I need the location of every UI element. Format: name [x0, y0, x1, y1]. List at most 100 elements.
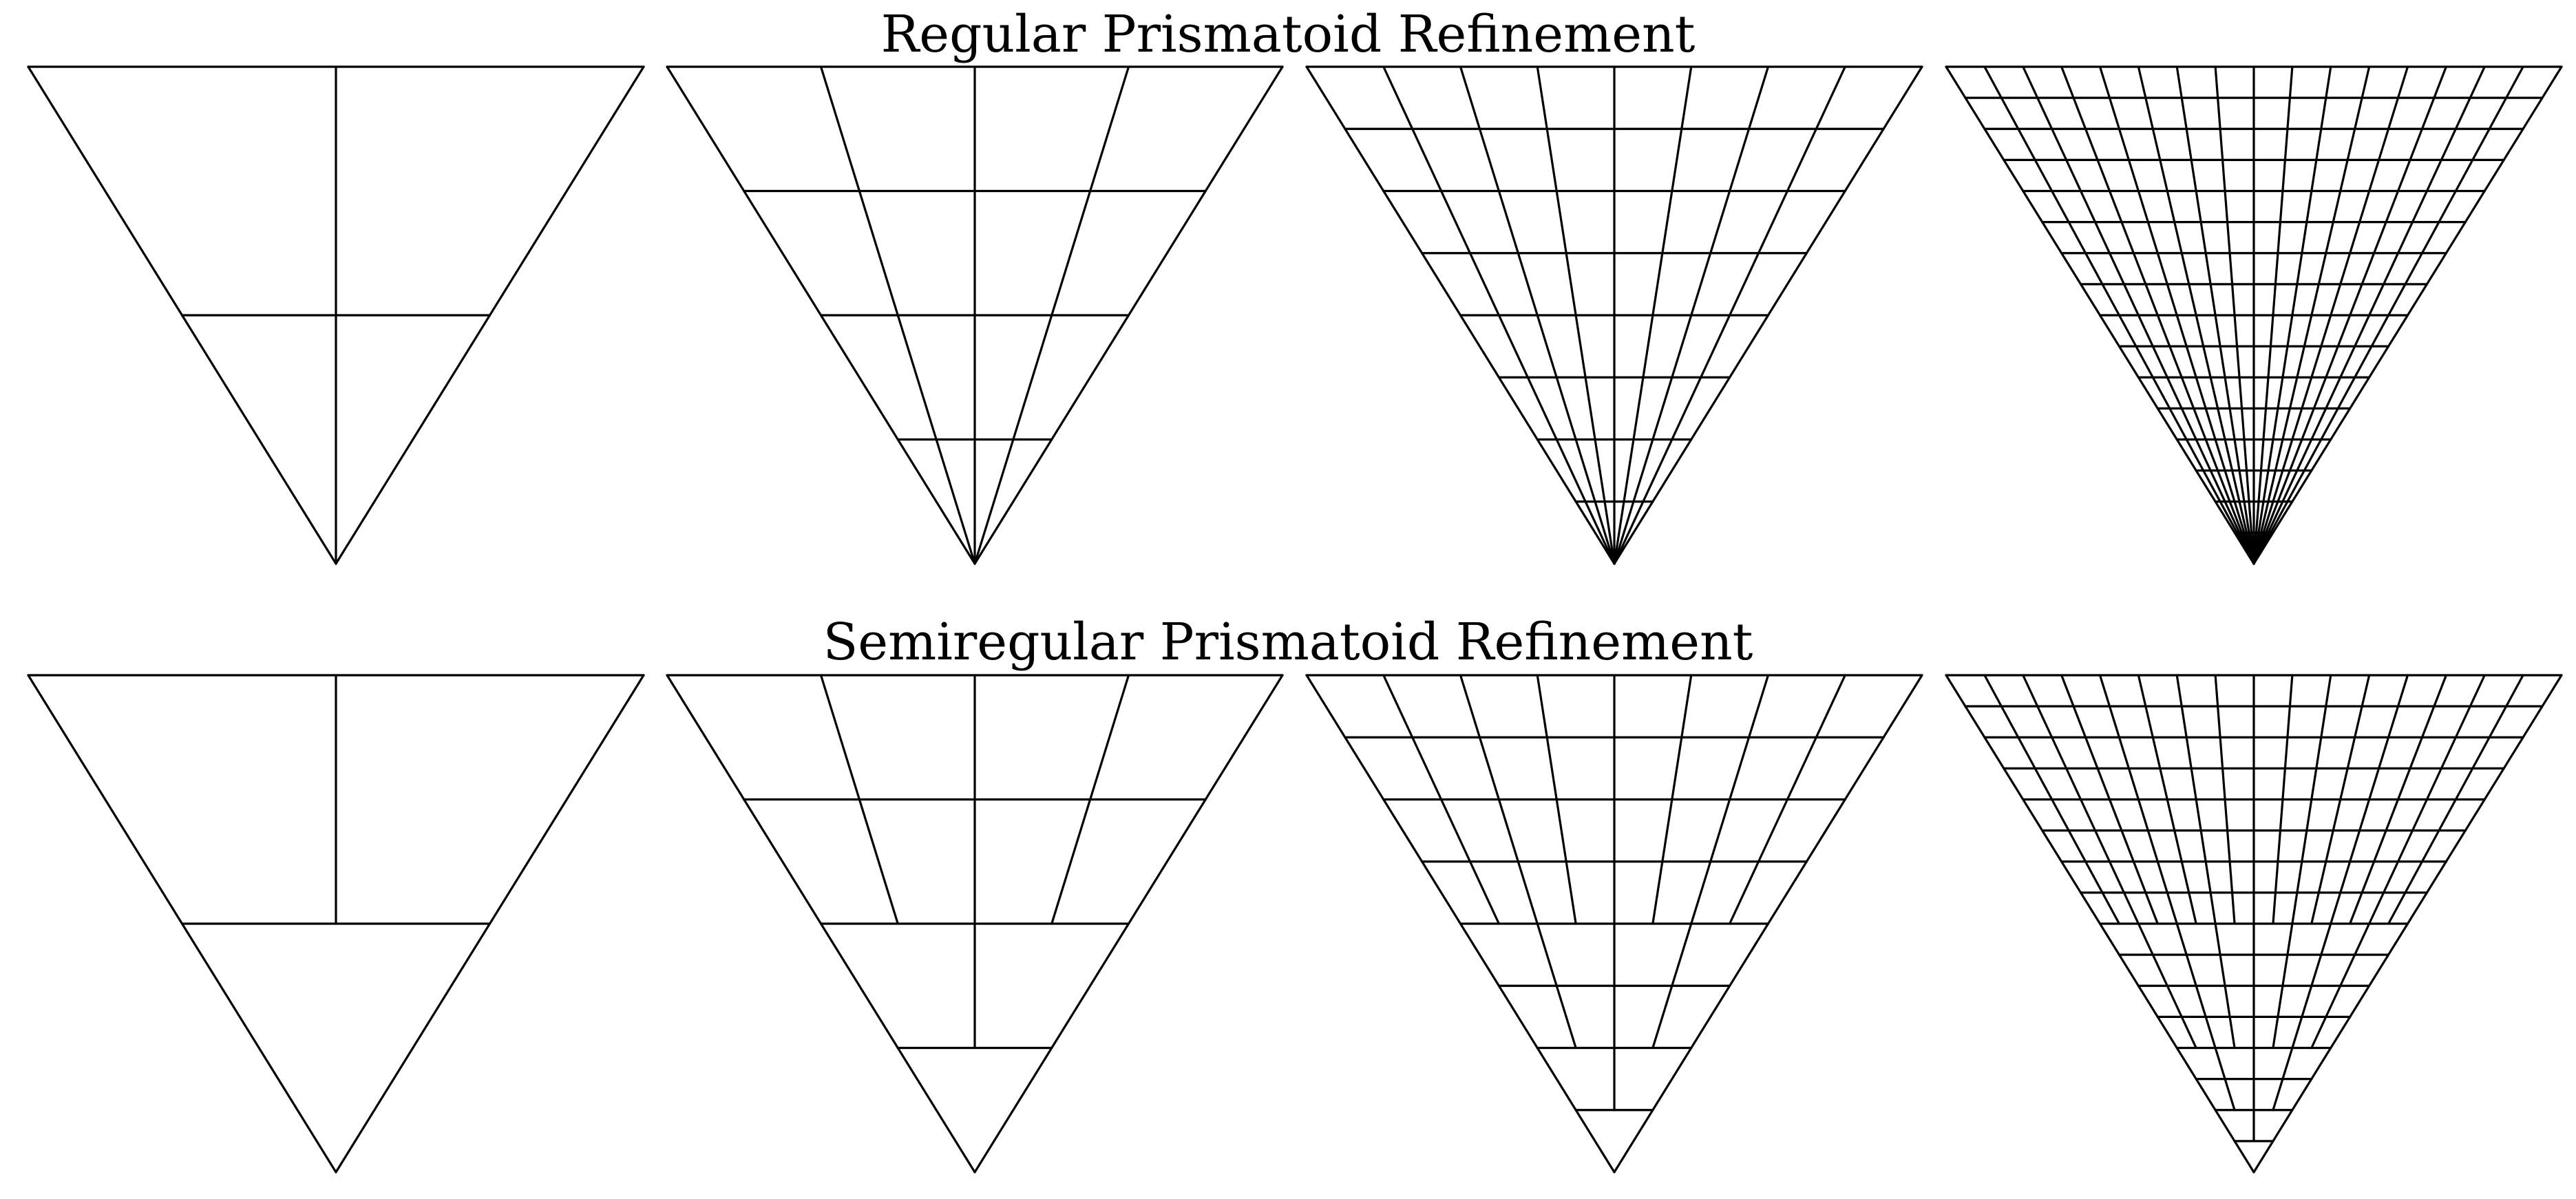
semiregular-mesh-level-8 [1305, 674, 1923, 1174]
mesh-edge [1815, 674, 1846, 739]
mesh-edge [1468, 860, 1500, 925]
mesh-edge [2252, 65, 2486, 565]
mesh-edge [1729, 736, 1751, 801]
mesh-edge [1680, 674, 1693, 739]
mesh-edge [2274, 860, 2279, 894]
regular-refinement-title: Regular Prismatoid Refinement [880, 5, 1696, 64]
mesh-edge [1690, 860, 1712, 925]
mesh-edge [2108, 705, 2121, 739]
mesh-edge [2204, 1015, 2217, 1050]
regular-mesh-level-2 [27, 65, 645, 565]
mesh-edge [2101, 891, 2121, 925]
mesh-edge [1786, 736, 1817, 801]
mesh-edge [2156, 860, 2168, 894]
mesh-edge [1545, 736, 1558, 801]
mesh-edge [2440, 736, 2457, 770]
mesh-edge [2361, 674, 2371, 708]
mesh-edge [2387, 705, 2400, 739]
mesh-edge [2065, 767, 2082, 801]
mesh-edge [2067, 829, 2087, 863]
mesh-edge [2281, 1046, 2294, 1081]
mesh-edge [2301, 984, 2313, 1018]
mesh-edge [2433, 674, 2447, 708]
mesh-edge [1651, 984, 1674, 1050]
mesh-edge [2339, 953, 2356, 987]
mesh-edge [2188, 891, 2197, 925]
mesh-edge [2137, 674, 2147, 708]
mesh-edge [2036, 705, 2054, 739]
mesh-edge [2166, 984, 2183, 1018]
mesh-edge [2339, 767, 2349, 801]
mesh-edge [2137, 798, 2149, 832]
mesh-edge [2296, 860, 2303, 894]
mesh-edge [2301, 829, 2308, 863]
mesh-edge [2339, 860, 2352, 894]
mesh-edge [2120, 829, 2135, 863]
mesh-edge [2325, 674, 2332, 708]
mesh-edge [2281, 953, 2289, 987]
mesh-edge [1565, 860, 1577, 925]
mesh-edge [1439, 798, 1472, 863]
mesh-edge [2382, 860, 2400, 894]
mesh-edge [2315, 736, 2323, 770]
mesh-edge [2469, 674, 2486, 708]
mesh-edge [2361, 860, 2376, 894]
mesh-edge [2252, 65, 2524, 565]
mesh-edge [2221, 767, 2226, 801]
mesh-edge [2151, 736, 2162, 770]
mesh-edge [2310, 891, 2320, 925]
mesh-edge [2230, 891, 2236, 925]
mesh-edge [2272, 1078, 2284, 1112]
mesh-edge [2349, 891, 2363, 925]
mesh-edge [1613, 65, 1770, 565]
mesh-edge [819, 65, 976, 565]
mesh-edge [2072, 705, 2087, 739]
mesh-edge [2252, 65, 2294, 565]
mesh-edge [2354, 922, 2371, 956]
mesh-edge [2396, 829, 2414, 863]
mesh-edge [2409, 736, 2424, 770]
mesh-edge [2505, 674, 2524, 708]
mesh-edge [2151, 953, 2168, 987]
mesh-edge [1613, 65, 1846, 565]
mesh-edge [1555, 984, 1577, 1050]
mesh-edge [2159, 767, 2168, 801]
mesh-edge [2310, 767, 2318, 801]
mesh-edge [2175, 674, 2183, 708]
mesh-edge [2310, 1015, 2327, 1050]
mesh-edge [1459, 674, 1481, 739]
mesh-edge [2404, 860, 2424, 894]
mesh-edge [2277, 984, 2284, 1018]
mesh-edge [2219, 736, 2224, 770]
mesh-edge [2317, 860, 2327, 894]
mesh-edge [2330, 891, 2342, 925]
mesh-edge [2320, 705, 2327, 739]
mesh-edge [2175, 65, 2255, 565]
mesh-edge [2368, 891, 2385, 925]
mesh-edge [2214, 1046, 2226, 1081]
mesh-edge [2214, 674, 2219, 708]
semiregular-mesh-level-16 [1945, 674, 2563, 1174]
mesh-edge [2228, 860, 2234, 894]
mesh-edge [1983, 674, 2003, 708]
mesh-edge [2084, 860, 2104, 894]
mesh-edge [1709, 798, 1731, 863]
mesh-edge [1051, 798, 1092, 925]
mesh-edge [1089, 674, 1130, 801]
mesh-edge [2096, 767, 2111, 801]
mesh-edge [2387, 891, 2407, 925]
mesh-edge [2346, 736, 2356, 770]
mesh-edge [2396, 674, 2409, 708]
mesh-edge [2144, 705, 2154, 739]
mesh-edge [2286, 705, 2291, 739]
mesh-edge [2034, 767, 2054, 801]
mesh-edge [2051, 798, 2070, 832]
mesh-edge [2204, 860, 2212, 894]
mesh-edge [2217, 705, 2221, 739]
mesh-edge [2358, 798, 2371, 832]
mesh-edge [2349, 829, 2361, 863]
mesh-edge [2471, 736, 2491, 770]
mesh-edge [2175, 922, 2188, 956]
mesh-edge [2226, 829, 2231, 863]
mesh-edge [2252, 65, 2332, 565]
